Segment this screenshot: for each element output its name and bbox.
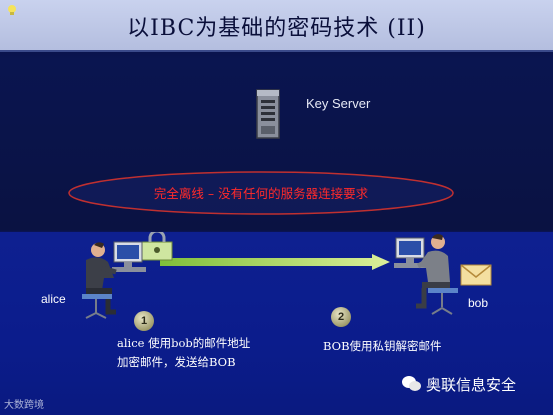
encrypted-mail-arrow — [160, 254, 390, 270]
title-bar: 以IBC为基础的密码技术 (II) — [0, 0, 553, 52]
step-2-description: BOB使用私钥解密邮件 — [323, 337, 493, 356]
bob-label: bob — [468, 296, 489, 310]
watermark-right-text: 奥联信息安全 — [426, 376, 517, 394]
offline-ellipse — [68, 171, 454, 215]
server-icon — [256, 89, 280, 139]
step-2-badge: 2 — [331, 307, 351, 327]
step-1-line-1: alice 使用bob的邮件地址 — [117, 336, 251, 350]
offline-note: 完全离线 – 没有任何的服务器连接要求 — [153, 186, 369, 201]
alice-label: alice — [41, 292, 66, 306]
alice-person-at-computer-icon — [82, 241, 146, 319]
step-1-description: alice 使用bob的邮件地址 加密邮件，发送给BOB — [117, 334, 287, 372]
bob-person-at-computer-icon — [394, 234, 458, 315]
envelope-icon — [460, 264, 492, 286]
step-2-line-1: BOB使用私钥解密邮件 — [323, 339, 442, 353]
wechat-icon — [402, 376, 421, 391]
lightbulb-icon — [8, 5, 16, 15]
slide-title: 以IBC为基础的密码技术 (II) — [127, 16, 426, 41]
key-server-label: Key Server — [306, 96, 371, 111]
watermark-left: 大数跨境 — [4, 400, 44, 411]
watermark-right: 奥联信息安全 — [400, 374, 516, 395]
step-1-badge: 1 — [134, 311, 154, 331]
step-1-line-2: 加密邮件，发送给BOB — [117, 355, 236, 369]
